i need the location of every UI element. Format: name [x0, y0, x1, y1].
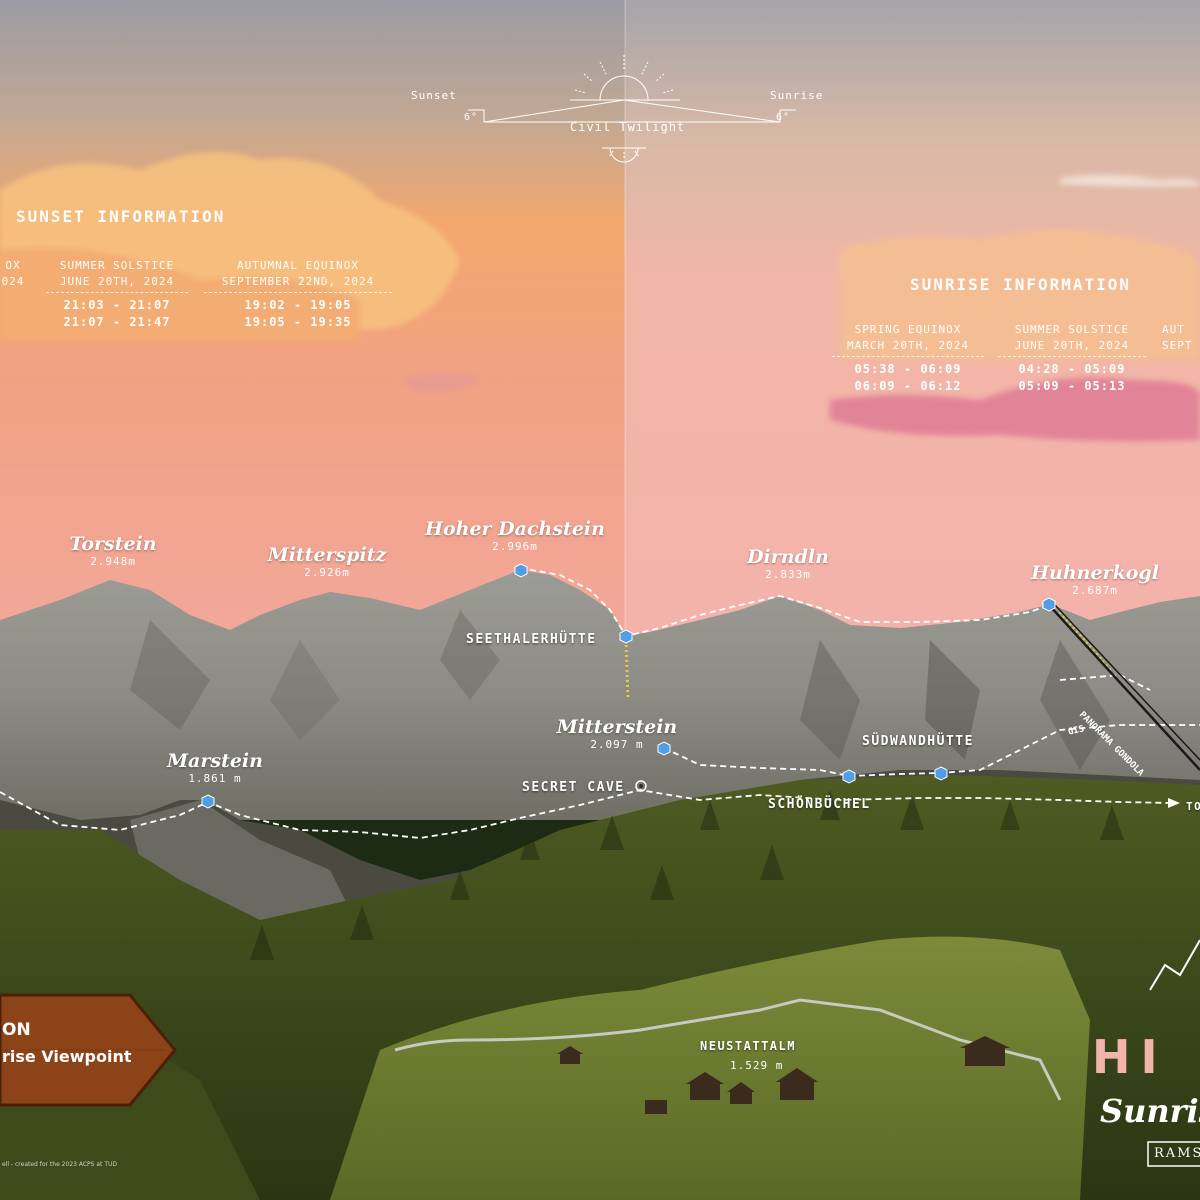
civil-twilight-label: Civil Twilight — [570, 120, 686, 134]
peak-markers — [201, 563, 1056, 809]
peak-mitterstein: Mitterstein 2.097 m — [556, 716, 678, 751]
sunrise-spring-col: SPRING EQUINOX MARCH 20TH, 2024 05:38 - … — [832, 322, 984, 395]
alm-huts — [557, 1036, 1010, 1114]
sunrise-partial-col: AUT SEPT — [1162, 323, 1193, 352]
sunset-summer-col: SUMMER SOLSTICE JUNE 20TH, 2024 21:03 - … — [46, 258, 188, 331]
sunrise-summer-col: SUMMER SOLSTICE JUNE 20TH, 2024 04:28 - … — [998, 322, 1146, 395]
peak-hoher-dachstein: Hoher Dachstein 2.996m — [425, 518, 605, 553]
sunrise-info-title: SUNRISE INFORMATION — [910, 275, 1132, 294]
peak-marstein: Marstein 1.861 m — [167, 750, 263, 785]
peak-dirndln: Dirndln 2.833m — [747, 546, 829, 581]
cave-icon — [635, 780, 647, 792]
right-degree: 6° — [776, 112, 791, 123]
sign-line1: ON — [2, 1020, 31, 1040]
mountain-range — [0, 570, 1200, 820]
place-schoenbuechel: SCHÖNBÜCHEL — [768, 797, 871, 812]
peak-torstein: Torstein 2.948m — [69, 533, 157, 568]
brand-subtitle: Sunris — [1100, 1092, 1200, 1130]
credit-text: ell - created for the 2023 ACPS at TUD — [2, 1161, 117, 1168]
tree-texture — [250, 790, 1124, 960]
place-secret-cave: SECRET CAVE — [522, 780, 625, 795]
clouds — [0, 152, 1200, 442]
brand-tagline: RAMS — [1154, 1146, 1200, 1161]
place-suedwandhuette: SÜDWANDHÜTTE — [862, 734, 974, 749]
place-neustattalm-elevation: 1.529 m — [730, 1059, 784, 1072]
peak-mitterspitz: Mitterspitz 2.926m — [267, 544, 387, 579]
sunset-label: Sunset — [411, 89, 457, 102]
sun-diagram — [468, 55, 796, 163]
rock-shading — [130, 610, 1110, 770]
left-degree: 6° — [464, 112, 479, 123]
sunset-autumn-col: AUTUMNAL EQUINOX SEPTEMBER 22ND, 2024 19… — [204, 258, 392, 331]
sunset-partial-col: OX 024 — [1, 259, 25, 288]
sunrise-label: Sunrise — [770, 89, 824, 102]
sign-line2: rise Viewpoint — [2, 1047, 132, 1066]
place-seethalerhuette: SEETHALERHÜTTE — [466, 632, 597, 647]
to-label: TO — [1186, 800, 1200, 813]
brand-title: HI — [1092, 1030, 1168, 1084]
sunset-info-title: SUNSET INFORMATION — [16, 207, 226, 226]
peak-huhnerkogl: Huhnerkogl 2.687m — [1031, 562, 1159, 597]
place-neustattalm: NEUSTATTALM — [700, 1039, 796, 1053]
direction-sign — [0, 993, 177, 1107]
meadow — [330, 936, 1090, 1200]
